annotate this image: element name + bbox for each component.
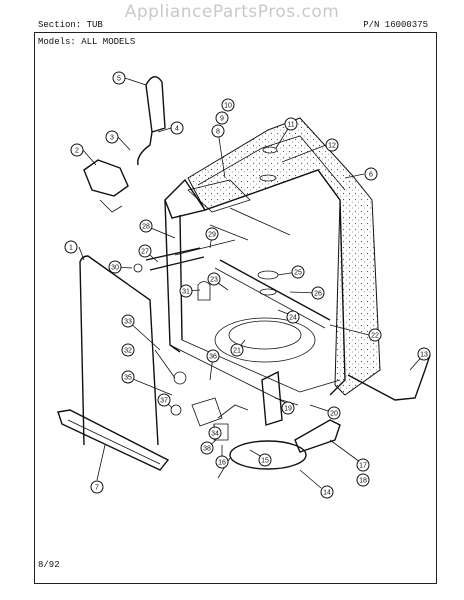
callout-20: 20 [327,406,341,420]
tub-frame [164,169,346,406]
callout-22: 22 [368,328,382,342]
pump-bracket [294,419,341,453]
svg-text:17: 17 [359,463,367,470]
callout-17: 17 [356,458,370,472]
svg-text:24: 24 [289,315,297,322]
svg-text:36: 36 [209,354,217,361]
svg-text:2: 2 [75,148,79,155]
callout-37: 37 [157,393,171,407]
svg-text:18: 18 [359,478,367,485]
svg-text:30: 30 [111,265,119,272]
svg-text:11: 11 [287,122,294,129]
callout-36: 36 [206,349,220,363]
revision-date: 8/92 [38,560,60,570]
pump-motor [261,370,283,426]
svg-text:4: 4 [175,126,179,133]
upper-spray-tube [133,239,236,273]
callout-34: 34 [208,426,222,440]
callout-4: 4 [170,121,184,135]
lower-components [170,371,249,441]
svg-text:31: 31 [182,289,190,296]
drain-hose [347,354,431,401]
svg-text:32: 32 [124,348,132,355]
svg-text:26: 26 [314,291,322,298]
callout-27: 27 [138,244,152,258]
kickplate [57,409,170,471]
svg-text:13: 13 [420,352,428,359]
callout-18: 18 [356,473,370,487]
watermark: AppliancePartsPros.com [124,2,340,22]
callout-2: 2 [70,143,84,157]
svg-text:23: 23 [210,277,218,284]
svg-text:3: 3 [110,135,114,142]
callout-7: 7 [90,480,104,494]
svg-text:38: 38 [203,446,211,453]
callout-28: 28 [139,219,153,233]
callout-33: 33 [121,314,135,328]
svg-text:37: 37 [160,398,168,405]
svg-text:33: 33 [124,319,132,326]
callout-14: 14 [320,485,334,499]
svg-text:21: 21 [233,348,241,355]
svg-text:5: 5 [117,76,121,83]
svg-text:12: 12 [328,143,336,150]
callout-24: 24 [286,310,300,324]
callout-1: 1 [64,240,78,254]
callout-31: 31 [179,284,193,298]
svg-text:19: 19 [284,406,292,413]
svg-text:35: 35 [124,375,132,382]
svg-text:20: 20 [330,411,338,418]
svg-text:22: 22 [371,333,379,340]
svg-text:1: 1 [69,245,73,252]
svg-text:10: 10 [224,103,232,110]
svg-text:6: 6 [369,172,373,179]
svg-text:29: 29 [208,232,216,239]
svg-text:25: 25 [294,270,302,277]
svg-text:9: 9 [220,116,224,123]
callout-38: 38 [200,441,214,455]
callout-23: 23 [207,272,221,286]
callout-35: 35 [121,370,135,384]
svg-text:28: 28 [142,224,150,231]
sump-assembly [214,259,331,363]
callout-12: 12 [325,138,339,152]
svg-text:14: 14 [323,490,331,497]
callout-30: 30 [108,260,122,274]
callout-29: 29 [205,227,219,241]
svg-text:8: 8 [216,129,220,136]
part-callouts: 1 2 3 4 5 6 7 8 9 10 11 12 13 14 15 16 1… [64,71,431,499]
svg-text:7: 7 [95,485,99,492]
float-switch [197,281,211,301]
callout-19: 19 [281,401,295,415]
door-gasket [79,255,159,446]
models-label: Models: ALL MODELS [38,37,136,47]
callout-11: 11 [284,117,298,131]
upper-rack-supports [187,146,291,241]
callout-21: 21 [230,343,244,357]
callout-5: 5 [112,71,126,85]
callout-10: 10 [221,98,235,112]
svg-text:27: 27 [141,249,149,256]
svg-text:16: 16 [218,460,226,467]
callout-6: 6 [364,167,378,181]
callout-15: 15 [258,453,272,467]
svg-text:34: 34 [211,431,219,438]
diagram-frame [34,32,437,584]
section-label: Section: TUB [38,20,103,30]
callout-32: 32 [121,343,135,357]
callout-25: 25 [291,265,305,279]
fill-hose [137,76,166,166]
callout-8: 8 [211,124,225,138]
inlet-valve [83,159,129,213]
callout-26: 26 [311,286,325,300]
svg-text:15: 15 [261,458,269,465]
callout-13: 13 [417,347,431,361]
part-number: P/N 16000375 [363,20,428,30]
callout-9: 9 [215,111,229,125]
callout-3: 3 [105,130,119,144]
callout-16: 16 [215,455,229,469]
